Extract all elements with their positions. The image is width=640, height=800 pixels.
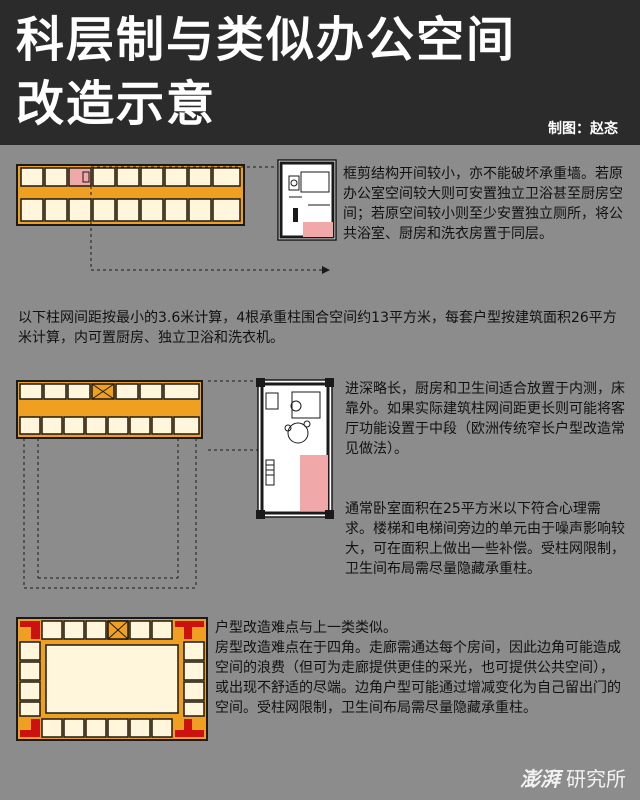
arrow-1-icon: [322, 266, 330, 274]
watermark-brand: 澎湃: [520, 767, 560, 791]
plan-1-highlight-unit: [68, 167, 92, 187]
plan-3-ring-corridor-layout: [16, 617, 208, 741]
page-title: 科层制与类似办公空间 改造示意: [16, 8, 516, 136]
section-3-description: 户型改造难点与上一类类似。 房型改造难点在于四角。走廊需通达每个房间，因此边角可…: [215, 620, 621, 716]
credit-label: 制图：赵忞: [548, 121, 618, 137]
plan-1-guide-lines: [90, 166, 322, 271]
watermark: 澎湃研究所: [520, 763, 626, 792]
section-1-description: 框剪结构开间较小，亦不能破坏承重墙。若原办公室空间较大则可安置独立卫浴甚至厨房空…: [343, 166, 623, 242]
plan-2-corridor-layout: [16, 380, 203, 439]
unit-card-2: [256, 378, 334, 519]
section-2-description-a: 进深略长，厨房和卫生间适合放置于内测，床靠外。如果实际建筑柱网间距更长则可能将客…: [345, 381, 625, 457]
header-banner: 科层制与类似办公空间 改造示意 制图：赵忞: [0, 0, 640, 145]
section-2-description-b: 通常卧室面积在25平方米以下符合心理需求。楼梯和电梯间旁边的单元由于噪声影响较大…: [345, 501, 625, 577]
unit-card-1: [277, 159, 337, 241]
watermark-unit: 研究所: [566, 767, 626, 791]
floor-plan-diagrams: [16, 159, 337, 741]
plan-3-corner-units: [20, 621, 204, 737]
plan-1-corridor-layout: [16, 164, 245, 226]
title-line-2: 改造示意: [16, 76, 217, 132]
section-2-intro: 以下柱网间距按最小的3.6米计算，4根承重柱围合空间约13平方米，每套户型按建筑…: [18, 310, 617, 346]
title-line-1: 科层制与类似办公空间: [16, 12, 517, 68]
plan-2-guide-lines: [23, 380, 260, 589]
plan-1-rooms: [20, 167, 241, 222]
